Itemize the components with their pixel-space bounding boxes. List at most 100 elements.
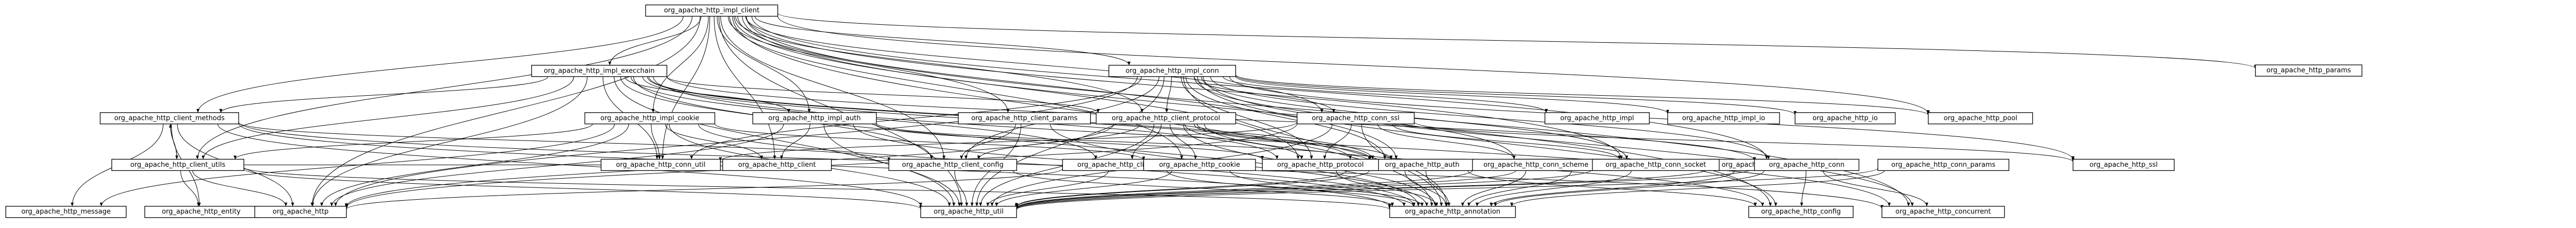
arrowhead	[1489, 202, 1493, 206]
dependency-edge-line	[1324, 124, 1352, 160]
dependency-edge-line	[1197, 76, 1776, 206]
dependency-edge-line	[331, 124, 784, 206]
arrowhead	[1765, 155, 1768, 160]
arrowhead	[311, 202, 314, 206]
package-node-label: org_apache_http_util	[934, 208, 1004, 216]
package-node-label: org_apache_http_client	[738, 161, 816, 169]
arrowhead	[960, 155, 963, 160]
arrowhead	[1447, 202, 1451, 206]
dependency-edge	[243, 167, 1392, 210]
package-node-label: org_apache_http_io	[1812, 114, 1878, 122]
dependency-edge-line	[720, 122, 1298, 162]
package-node-box	[1667, 112, 1780, 125]
package-node-label: org_apache_http	[273, 208, 329, 216]
dependency-edge	[975, 76, 1165, 206]
package-node-box	[1592, 159, 1720, 171]
dependency-edge	[1404, 170, 1448, 206]
arrowhead	[919, 202, 923, 206]
package-node-box	[1545, 112, 1650, 125]
dependency-edge-line	[1377, 124, 1515, 160]
dependency-edge	[986, 170, 1109, 206]
package-node-label: org_apache_http_client_params	[971, 114, 1077, 122]
dependency-edge	[1184, 124, 1303, 160]
arrowhead	[1394, 155, 1398, 160]
arrowhead	[964, 155, 968, 160]
dependency-edge	[1475, 170, 1632, 206]
dependency-edge-line	[1229, 76, 2074, 160]
dependency-edge-line	[1016, 167, 1755, 209]
package-node-box	[99, 112, 239, 125]
package-node-box	[958, 112, 1091, 125]
dependency-edge	[1130, 124, 1162, 160]
dependency-edge-line	[734, 16, 1299, 160]
arrowhead	[1618, 155, 1621, 160]
dependency-edge	[1467, 170, 1757, 206]
arrowhead	[1402, 202, 1406, 206]
package-node: org_apache_http_message	[5, 206, 127, 218]
package-node-box	[1296, 112, 1415, 125]
arrowhead	[929, 155, 933, 160]
dependency-edge-line	[996, 170, 1172, 206]
package-node-label: org_apache_http_ssl	[2090, 161, 2158, 169]
dependency-edge-line	[1823, 170, 1927, 206]
dependency-edge	[690, 76, 1142, 160]
arrowhead	[1300, 155, 1303, 160]
arrowhead	[1769, 202, 1772, 206]
dependency-edge-line	[1184, 124, 1302, 160]
package-node-box	[600, 159, 721, 171]
dependency-edge-line	[718, 16, 962, 206]
package-node: org_apache_http_conn	[1754, 159, 1859, 171]
package-node-box	[1928, 112, 2033, 125]
package-node-label: org_apache_http_message	[21, 208, 111, 216]
arrowhead	[1512, 155, 1516, 160]
arrowhead	[1907, 202, 1910, 206]
dependency-edge	[1510, 170, 1885, 206]
package-node-box	[1794, 112, 1896, 125]
arrowhead	[807, 109, 811, 113]
package-node: org_apache_http_pool	[1928, 112, 2033, 125]
arrowhead	[986, 202, 990, 206]
dependency-edge	[661, 16, 710, 160]
dependency-edge-line	[238, 121, 1883, 209]
arrowhead	[1310, 155, 1313, 160]
arrowhead	[197, 202, 200, 206]
dependency-edge	[192, 170, 287, 206]
package-node: org_apache_http_client_protocol	[1095, 112, 1236, 125]
package-node-box	[888, 159, 1018, 171]
package-node-label: org_apache_http_config	[1761, 208, 1841, 216]
dependency-edge	[99, 124, 615, 206]
dependency-edge	[608, 16, 702, 65]
package-node-label: org_apache_http_conn_scheme	[1483, 161, 1588, 169]
dependency-edge-line	[1016, 170, 1347, 207]
package-node-label: org_apache_http_client_protocol	[1112, 114, 1220, 122]
dependency-edge	[777, 13, 2257, 69]
package-node-label: org_apache_http_impl_conn	[1126, 67, 1219, 75]
package-node-label: org_apache_http_entity	[162, 208, 241, 216]
package-node-label: org_apache_http_impl_io	[1682, 114, 1765, 122]
package-node-box	[111, 159, 245, 171]
dependency-edge	[954, 170, 969, 206]
dependency-edge	[1235, 76, 1669, 114]
dependency-edge	[1377, 124, 1516, 160]
arrowhead	[1887, 202, 1891, 206]
package-node-box	[2255, 64, 2363, 77]
dependency-edge-line	[665, 124, 762, 160]
dependency-edge	[698, 124, 1406, 206]
dependency-edge-line	[1016, 170, 1370, 207]
dependency-edge	[1223, 76, 1548, 113]
arrowhead	[196, 109, 200, 113]
package-node: org_apache_http_ssl	[2073, 159, 2175, 171]
dependency-edge	[1170, 124, 1197, 160]
dependency-edge-line	[1132, 124, 1162, 160]
arrowhead	[1800, 202, 1803, 206]
dependency-edge	[995, 170, 1172, 206]
arrowhead	[657, 155, 661, 160]
dependency-edge-line	[1235, 75, 1795, 115]
dependency-edge-line	[614, 76, 954, 206]
arrowhead	[284, 202, 287, 206]
package-node-box	[1143, 159, 1256, 171]
arrowhead	[608, 61, 612, 65]
arrowhead	[1666, 110, 1669, 114]
dependency-edge-line	[751, 16, 1767, 160]
